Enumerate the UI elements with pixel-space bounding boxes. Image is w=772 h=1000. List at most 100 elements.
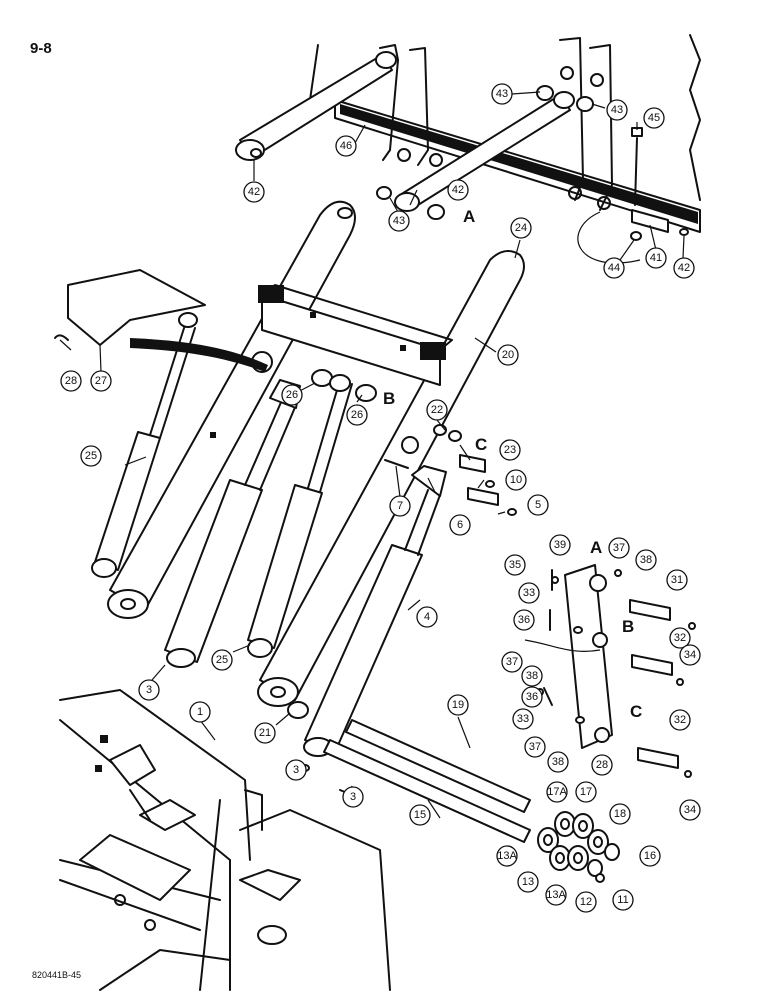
svg-text:15: 15	[414, 809, 426, 821]
callout-45: 44	[603, 257, 625, 279]
svg-text:36: 36	[526, 691, 538, 703]
callout-26: 25	[211, 649, 233, 671]
callout-33-b: 33	[512, 708, 534, 730]
callout-25: 25	[80, 445, 102, 467]
callout-22: 22	[426, 399, 448, 421]
callout-12: 12	[575, 891, 597, 913]
callout-41-c: 43	[388, 210, 410, 232]
callout-44: 45	[643, 107, 665, 129]
svg-text:37: 37	[613, 542, 625, 554]
svg-text:36: 36	[518, 614, 530, 626]
callout-24: 24	[510, 217, 532, 239]
cylinder-5	[164, 379, 301, 668]
callout-36-a: 36	[513, 609, 535, 631]
callout-40-b: 42	[447, 179, 469, 201]
svg-text:20: 20	[502, 349, 514, 361]
svg-text:34: 34	[684, 804, 696, 816]
callout-34-a: 34	[679, 644, 701, 666]
callout-21: 21	[254, 722, 276, 744]
callout-13a-b: 13A	[545, 884, 567, 906]
callout-27-b: 26	[346, 404, 368, 426]
svg-text:3: 3	[293, 764, 299, 776]
svg-text:43: 43	[393, 215, 405, 227]
callout-13a-a: 13A	[496, 845, 518, 867]
bushings-27	[311, 369, 377, 402]
pivot-pins	[384, 424, 517, 516]
svg-text:31: 31	[671, 574, 683, 586]
svg-text:18: 18	[614, 808, 626, 820]
svg-text:38: 38	[526, 670, 538, 682]
callout-33-a: 33	[518, 582, 540, 604]
callout-38-a: 38	[635, 549, 657, 571]
callout-35: 35	[504, 554, 526, 576]
svg-text:6: 6	[457, 519, 463, 531]
bucket-link-right	[394, 91, 575, 212]
bucket-link-left	[235, 51, 397, 161]
svg-text:37: 37	[529, 741, 541, 753]
cylinder-26	[247, 379, 353, 658]
callout-36-b: 36	[521, 686, 543, 708]
callout-37-b: 37	[501, 651, 523, 673]
callout-17: 17	[575, 781, 597, 803]
callout-27-a: 26	[281, 384, 303, 406]
callout-42: 41	[645, 247, 667, 269]
svg-text:41: 41	[650, 252, 662, 264]
svg-text:23: 23	[504, 444, 516, 456]
svg-text:12: 12	[580, 896, 592, 908]
svg-text:46: 46	[340, 140, 352, 152]
callout-28: 27	[90, 370, 112, 392]
svg-text:25: 25	[85, 450, 97, 462]
svg-text:25: 25	[216, 654, 228, 666]
figure-code: 820441B-45	[32, 970, 82, 980]
callout-18: 18	[609, 803, 631, 825]
svg-text:35: 35	[509, 559, 521, 571]
svg-text:4: 4	[424, 611, 430, 623]
ref-letter-c-arm: C	[475, 435, 487, 454]
svg-text:10: 10	[510, 474, 522, 486]
callout-32-b: 32	[669, 709, 691, 731]
svg-text:28: 28	[596, 759, 608, 771]
svg-text:28: 28	[65, 375, 77, 387]
callout-39: 39	[549, 534, 571, 556]
page-number: 9-8	[30, 40, 52, 57]
callout-37-a: 37	[608, 537, 630, 559]
svg-text:39: 39	[554, 539, 566, 551]
callout-30: 28	[591, 754, 613, 776]
callout-4: 3	[285, 759, 307, 781]
svg-text:38: 38	[552, 756, 564, 768]
svg-text:19: 19	[452, 699, 464, 711]
ref-letter-a-top: A	[463, 207, 475, 226]
svg-text:26: 26	[286, 389, 298, 401]
svg-text:17: 17	[580, 786, 592, 798]
callout-9: 7	[389, 495, 411, 517]
callout-46: 46	[335, 135, 357, 157]
svg-text:43: 43	[496, 88, 508, 100]
callout-5: 3	[138, 679, 160, 701]
svg-text:33: 33	[523, 587, 535, 599]
callout-1: 1	[189, 701, 211, 723]
callout-17a: 17A	[546, 781, 568, 803]
svg-text:3: 3	[146, 684, 152, 696]
svg-text:16: 16	[644, 850, 656, 862]
bushings-41	[376, 85, 594, 220]
callout-23: 23	[499, 439, 521, 461]
callout-38-c: 38	[547, 751, 569, 773]
svg-text:13A: 13A	[497, 850, 517, 862]
svg-text:3: 3	[350, 791, 356, 803]
loader-arm	[107, 200, 525, 707]
svg-text:45: 45	[648, 112, 660, 124]
callout-16: 16	[639, 845, 661, 867]
callout-32-a: 32	[669, 627, 691, 649]
svg-text:13: 13	[522, 876, 534, 888]
svg-text:27: 27	[95, 375, 107, 387]
svg-text:42: 42	[452, 184, 464, 196]
loader-frame	[59, 689, 391, 991]
svg-text:38: 38	[640, 554, 652, 566]
callout-15: 15	[409, 804, 431, 826]
hood-panel-28	[54, 269, 268, 372]
callout-11: 11	[612, 889, 634, 911]
callout-10: 10	[505, 469, 527, 491]
svg-text:43: 43	[611, 104, 623, 116]
